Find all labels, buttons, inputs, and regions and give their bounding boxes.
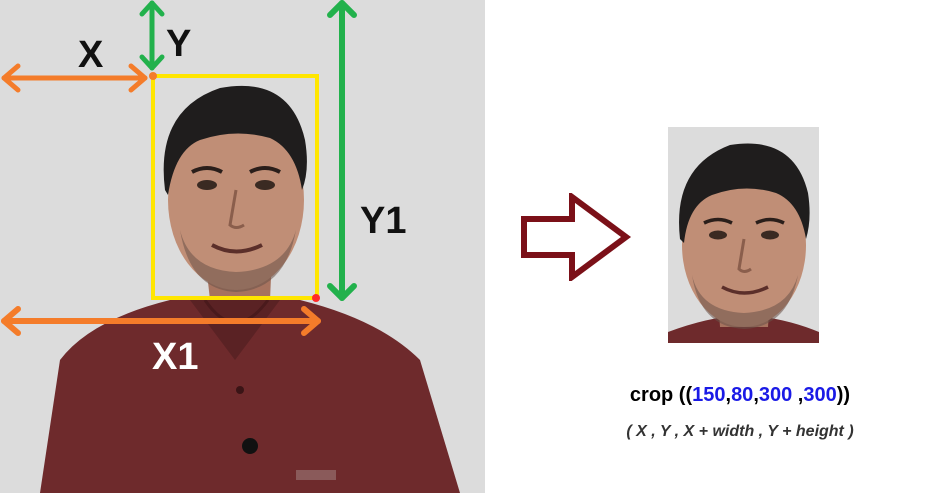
formula-prefix: crop (( [629, 384, 693, 406]
crop-box [151, 74, 319, 300]
hair-shape [163, 85, 307, 195]
formula-value-y: 80 [731, 384, 754, 406]
formula-separator: , [792, 384, 804, 406]
formula-suffix: )) [836, 384, 851, 406]
formula-value-x: 150 [692, 384, 726, 406]
y-arrow [139, 0, 165, 71]
x-arrow [1, 63, 148, 93]
x-label: X [78, 34, 104, 76]
shirt-shape [40, 300, 460, 493]
y1-label: Y1 [360, 200, 407, 242]
formula-separator: , [725, 384, 732, 406]
source-photo [1, 0, 460, 493]
source-photo-panel: X Y Y1 X1 [0, 0, 485, 493]
face-shape [168, 110, 304, 290]
y-label: Y [166, 23, 192, 65]
formula-value-x1: 300 [758, 384, 793, 406]
formula-separator: , [753, 384, 759, 406]
x1-arrow [1, 306, 321, 336]
x1-label: X1 [152, 336, 199, 378]
formula-value-y1: 300 [803, 384, 837, 406]
cropped-photo [668, 127, 819, 343]
cropped-face [668, 143, 819, 343]
y1-arrow [327, 0, 357, 301]
right-arrow-outline-icon [521, 193, 632, 281]
crop-formula: crop ((150,80,300 ,300)) [560, 384, 920, 407]
crop-hint: ( X , Y , X + width , Y + height ) [626, 423, 854, 440]
